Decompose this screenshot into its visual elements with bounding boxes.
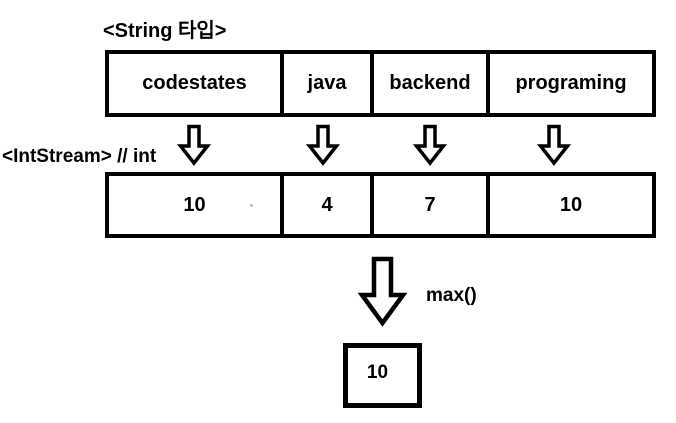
int-cell-0: 10 xyxy=(183,193,206,216)
down-arrow-icon xyxy=(537,124,571,166)
intstream-label: <IntStream> // int xyxy=(2,146,157,167)
string-cell-programing: programing xyxy=(486,54,652,113)
int-cell-1: 4 xyxy=(280,176,370,234)
down-arrow-icon xyxy=(177,124,211,166)
string-cell-backend: backend xyxy=(370,54,486,113)
int-table: 10 4 7 10 xyxy=(105,172,656,238)
max-function-label: max() xyxy=(426,285,477,306)
string-table: codestates java backend programing xyxy=(105,50,656,117)
down-arrow-icon xyxy=(413,124,447,166)
int-cell-3: 10 xyxy=(486,176,652,234)
result-value: 10 xyxy=(366,361,389,383)
string-type-label: <String 타입> xyxy=(103,20,227,42)
result-box: 10 xyxy=(343,343,422,408)
down-arrow-icon xyxy=(306,124,340,166)
int-cell-2: 7 xyxy=(370,176,486,234)
max-down-arrow-icon xyxy=(358,256,407,327)
string-cell-java: java xyxy=(280,54,370,113)
artifact-dot xyxy=(250,204,253,207)
string-cell-codestates: codestates xyxy=(142,72,247,94)
